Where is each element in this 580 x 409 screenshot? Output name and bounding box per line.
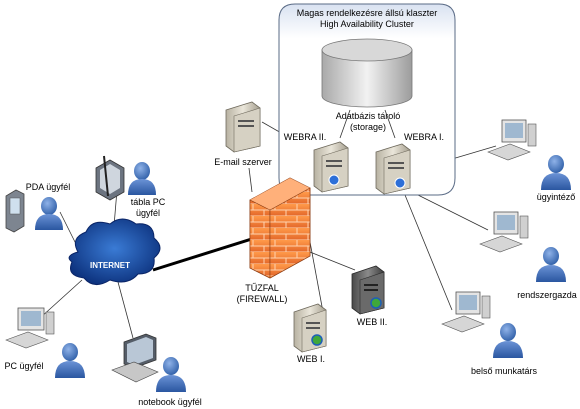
pda-user-icon [35,197,63,230]
firewall-label-line1: TŰZFAL [245,283,279,293]
internal-user-icon [493,323,523,358]
pda-label: PDA ügyfél [26,182,71,192]
sysadmin-computer-icon [479,211,529,253]
tablet-user-icon [128,162,156,195]
cluster-title-line2: High Availability Cluster [320,19,414,29]
pda-device-icon [5,189,25,233]
sysadmin-label: rendszergazda [517,290,577,300]
webra2-server-icon [313,141,349,193]
web1-label: WEB I. [297,354,325,364]
clerk-computer-icon [487,119,537,161]
internet-label: INTERNET [90,261,130,270]
web2-label: WEB II. [357,317,388,327]
email-server-icon [225,101,261,153]
webra1-server-icon [375,143,411,195]
firewall-icon [249,177,311,279]
internal-label: belső munkatárs [471,366,538,376]
pc-client-label: PC ügyfél [4,361,43,371]
clerk-label: ügyintéző [537,192,576,202]
tablet-label-line1: tábla PC [131,197,166,207]
sysadmin-user-icon [536,247,566,282]
storage-label-line2: (storage) [350,122,386,132]
pc-client-computer-icon [5,307,55,349]
clerk-user-icon [541,155,571,190]
email-server-label: E-mail szerver [214,157,272,167]
notebook-label: notebook ügyfél [138,397,202,407]
pc-client-user-icon [55,343,85,378]
cluster-title-line1: Magas rendelkezésre állsú klaszter [297,8,438,18]
internet-cloud-icon [68,218,161,285]
notebook-icon [111,333,159,383]
web2-server-icon [351,265,385,315]
tablet-label-line2: ügyfél [136,208,160,218]
webra2-label: WEBRA II. [284,132,327,142]
notebook-user-icon [156,357,186,392]
database-storage-icon [321,38,413,108]
tablet-pc-icon [95,155,125,201]
firewall-label-line2: (FIREWALL) [237,294,288,304]
web1-server-icon [293,303,327,353]
storage-label-line1: Adatbázis tároló [336,111,401,121]
firewall-internet-link [152,235,259,272]
webra1-label: WEBRA I. [404,132,444,142]
internal-computer-icon [441,291,491,333]
